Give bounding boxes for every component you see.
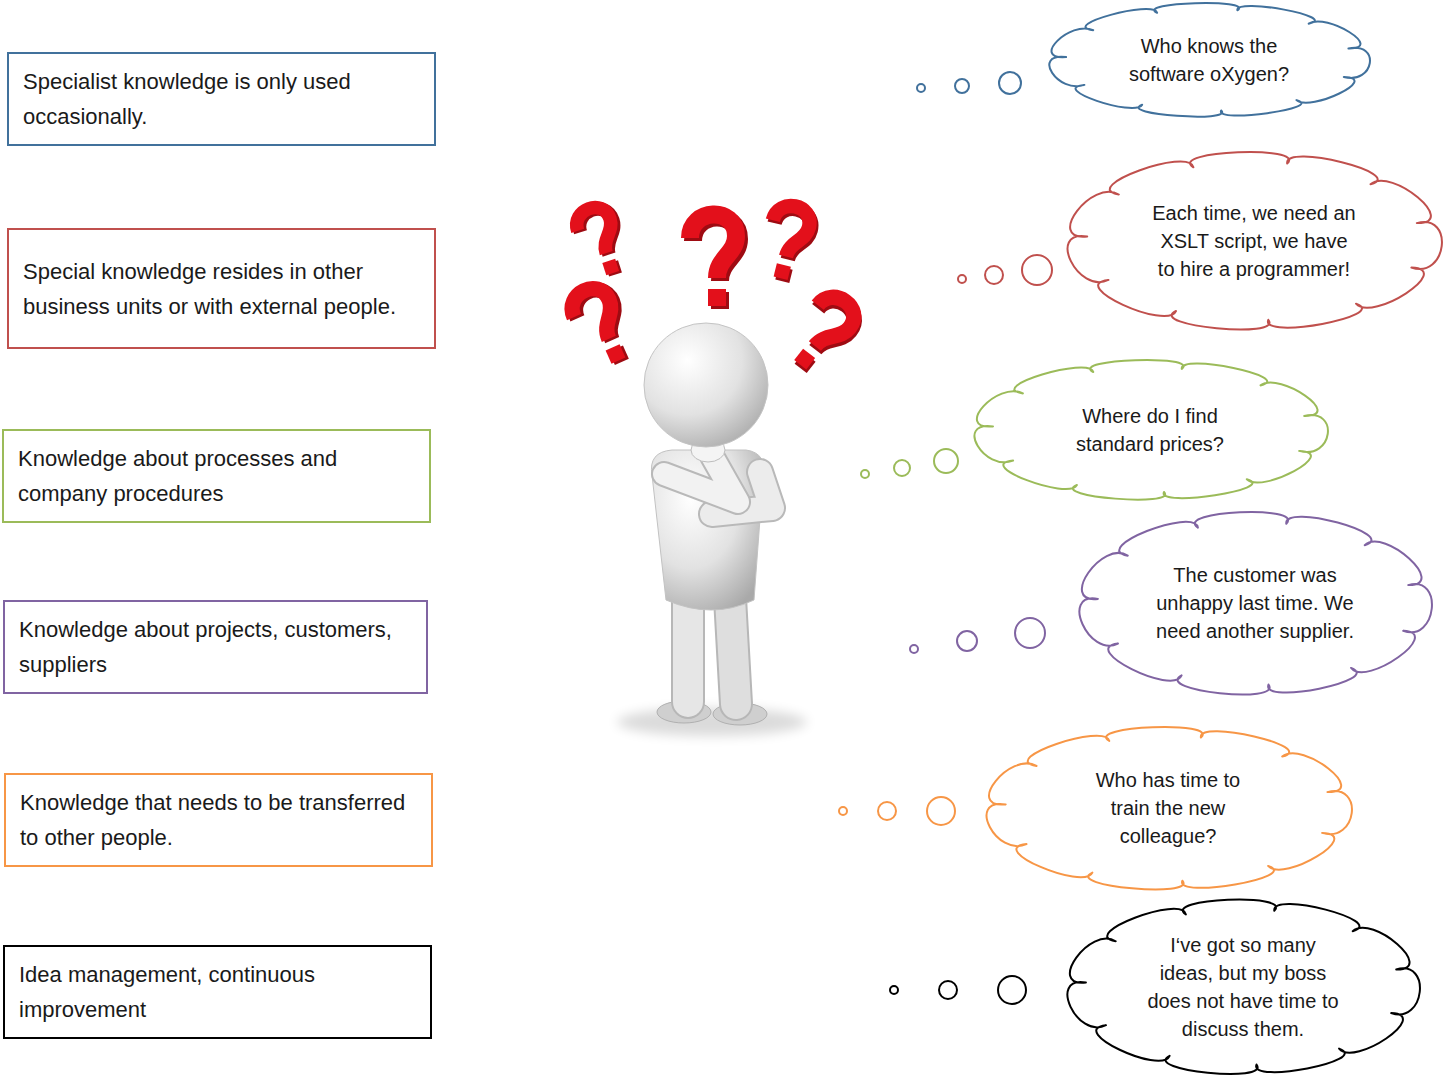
knowledge-box: Knowledge about processes and company pr…	[2, 429, 431, 523]
thought-cloud: The customer was unhappy last time. We n…	[1078, 512, 1432, 695]
thought-cloud: Where do I find standard prices?	[973, 360, 1328, 500]
thought-cloud: Each time, we need an XSLT script, we ha…	[1066, 152, 1442, 330]
box-text: Knowledge about processes and company pr…	[18, 441, 415, 511]
knowledge-box: Special knowledge resides in other busin…	[7, 228, 436, 349]
cloud-outline	[1066, 899, 1420, 1075]
knowledge-box: Knowledge about projects, customers, sup…	[3, 600, 428, 694]
knowledge-box: Knowledge that needs to be transferred t…	[4, 773, 433, 867]
thought-text: Who knows the software oXygen?	[1119, 32, 1299, 88]
cloud-shape	[1049, 3, 1370, 117]
floor-shadow	[617, 708, 807, 736]
thought-text: The customer was unhappy last time. We n…	[1154, 561, 1356, 645]
cloud-shape	[1067, 900, 1420, 1074]
thought-cloud: Who has time to train the new colleague?	[985, 727, 1352, 890]
knowledge-box: Specialist knowledge is only used occasi…	[7, 52, 436, 146]
question-marks	[566, 202, 863, 378]
cloud-outline	[973, 360, 1328, 500]
figure-body	[644, 323, 772, 725]
thought-text: I‘ve got so many ideas, but my boss does…	[1141, 931, 1345, 1043]
thought-text: Who has time to train the new colleague?	[1082, 766, 1254, 850]
cloud-shape	[1079, 512, 1432, 694]
box-text: Knowledge that needs to be transferred t…	[20, 785, 417, 855]
cloud-shape	[986, 727, 1351, 889]
thought-text: Each time, we need an XSLT script, we ha…	[1150, 199, 1358, 283]
knowledge-box: Idea management, continuous improvement	[3, 945, 432, 1039]
thought-cloud: Who knows the software oXygen?	[1048, 3, 1370, 117]
box-text: Specialist knowledge is only used occasi…	[23, 64, 420, 134]
thought-cloud: I‘ve got so many ideas, but my boss does…	[1066, 899, 1420, 1075]
box-text: Idea management, continuous improvement	[19, 957, 416, 1027]
cloud-shape	[1068, 152, 1442, 329]
thought-text: Where do I find standard prices?	[1060, 402, 1240, 458]
thought-dots-row	[839, 72, 1052, 1004]
cloud-outline	[1048, 3, 1370, 117]
box-text: Special knowledge resides in other busin…	[23, 254, 420, 324]
box-text: Knowledge about projects, customers, sup…	[19, 612, 412, 682]
cloud-shape	[974, 360, 1327, 500]
